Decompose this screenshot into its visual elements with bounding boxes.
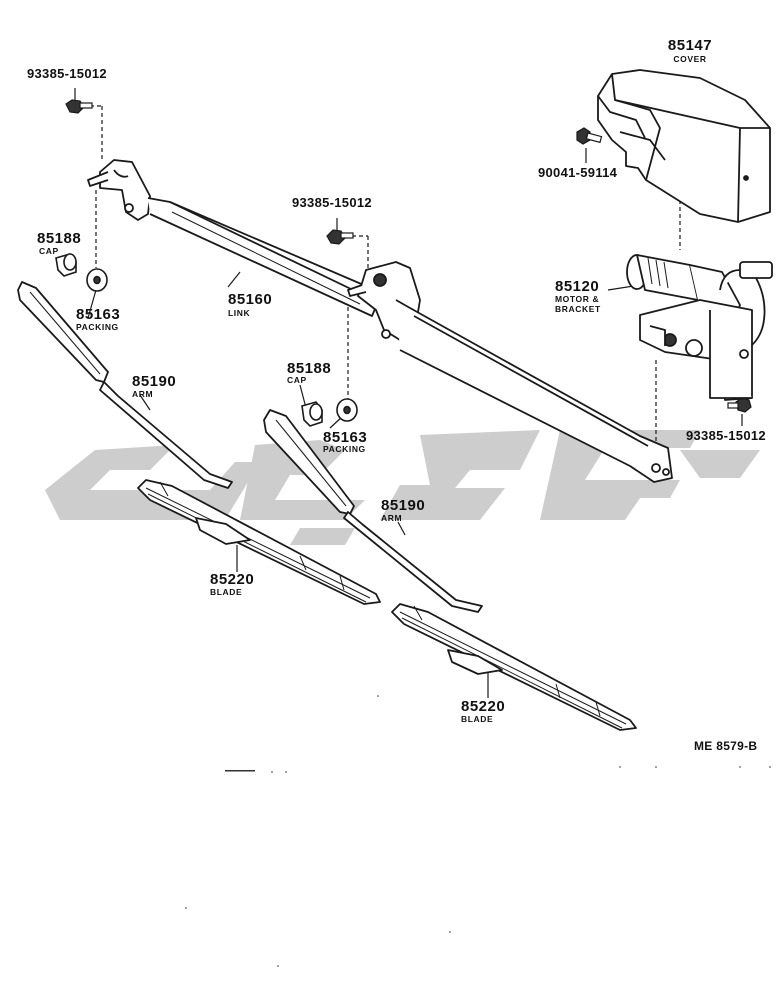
packing-left-number: 85163: [76, 306, 121, 323]
bolt-center-icon: [326, 229, 354, 245]
packing-left-part: [86, 268, 108, 292]
diagram-reference-code: ME 8579-B: [694, 739, 758, 753]
blade-left-part: [137, 479, 381, 605]
link-number: 85160: [228, 291, 273, 308]
arm-right-number: 85190: [381, 497, 426, 514]
cap-left-part: [55, 253, 77, 277]
cover-name: COVER: [673, 54, 707, 64]
arm-right-part: [263, 409, 483, 613]
motor-part: [626, 254, 773, 401]
packing-center-number: 85163: [323, 429, 368, 446]
bolt-center-number: 93385-15012: [292, 195, 372, 210]
cap-center-part: [301, 401, 323, 427]
cap-center-name: CAP: [287, 375, 307, 385]
motor-name-line2: BRACKET: [555, 304, 601, 314]
cap-center-number: 85188: [287, 360, 332, 377]
cap-left-number: 85188: [37, 230, 82, 247]
blade-right-part: [391, 603, 637, 731]
motor-number: 85120: [555, 278, 600, 295]
arm-right-name: ARM: [381, 513, 403, 523]
bolt-top-left-icon: [65, 99, 93, 114]
bolt-top-left-number: 93385-15012: [27, 66, 107, 81]
scan-specks: [185, 695, 771, 967]
packing-center-part: [336, 398, 358, 422]
link-name: LINK: [228, 308, 251, 318]
cover-number: 85147: [667, 37, 713, 54]
motor-name-line1: MOTOR &: [555, 294, 600, 304]
link-part: [87, 159, 673, 483]
blade-left-number: 85220: [210, 571, 255, 588]
bolt-cover-number: 90041-59114: [538, 165, 618, 180]
cap-left-name: CAP: [39, 246, 59, 256]
cover-part: [597, 69, 771, 223]
arm-left-number: 85190: [132, 373, 177, 390]
packing-center-name: PACKING: [323, 444, 366, 454]
arm-left-name: ARM: [132, 389, 154, 399]
packing-left-name: PACKING: [76, 322, 119, 332]
blade-right-name: BLADE: [461, 714, 494, 724]
blade-right-number: 85220: [461, 698, 506, 715]
blade-left-name: BLADE: [210, 587, 243, 597]
bolt-right-number: 93385-15012: [686, 428, 766, 443]
bolt-cover-icon: [576, 127, 603, 145]
arm-left-part: [17, 281, 233, 489]
